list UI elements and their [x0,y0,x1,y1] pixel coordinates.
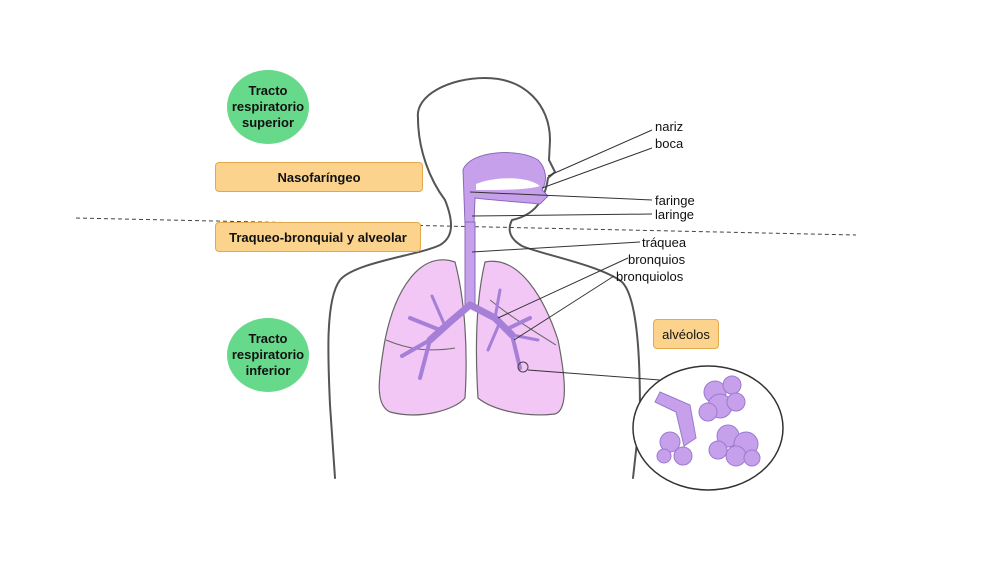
body-outline-left [327,117,452,479]
label-boca: boca [655,136,684,151]
mouth-gap [476,178,540,190]
tracheobronchial-box: Traqueo-bronquial y alveolar [215,222,421,252]
upper-tract-bubble: Tracto respiratorio superior [227,70,309,144]
leader-lines [469,129,661,381]
bronchial-tree [400,288,540,380]
trachea [464,221,476,308]
alveoli-cluster [654,375,761,467]
nasopharyngeal-box: Nasofaríngeo [215,162,423,192]
label-laringe: laringe [655,207,695,222]
alveolus-highlight [517,361,529,373]
lower-tract-bubble: Tracto respiratorio inferior [227,318,309,392]
label-bronquiolos: bronquiolos [616,269,684,284]
label-nariz: nariz [655,119,684,134]
label-traquea: tráquea [642,235,687,250]
alveoli-box: alvéolos [653,319,719,349]
left-lung [378,259,467,416]
body-outline [416,76,642,479]
label-bronquios: bronquios [628,252,686,267]
lung-lobe-line-left [385,339,456,351]
label-faringe: faringe [655,193,695,208]
